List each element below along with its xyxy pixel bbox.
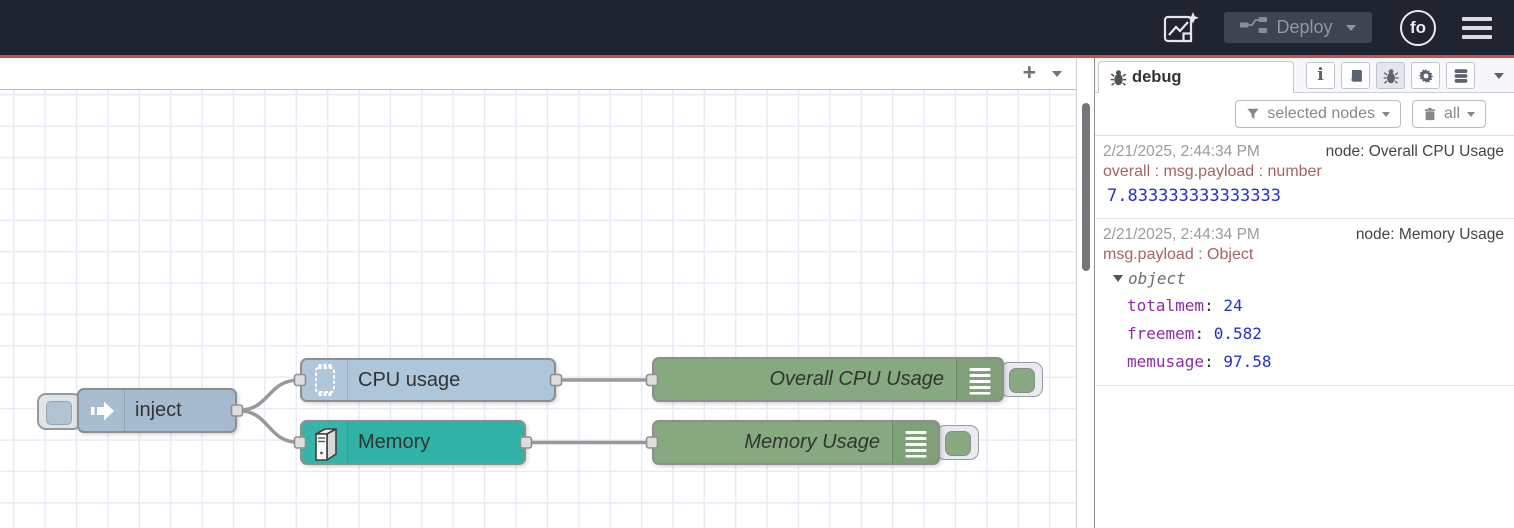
inject-trigger-button[interactable]	[37, 393, 82, 430]
node-label: inject	[135, 399, 182, 421]
sidebar-tabbar: debug i	[1095, 58, 1514, 93]
filter-icon	[1247, 108, 1260, 119]
entry-value: 0.582	[1213, 324, 1262, 343]
sidebar-tabs-chevron-icon[interactable]	[1494, 72, 1504, 79]
wires-layer	[236, 378, 652, 445]
trash-icon	[1424, 107, 1436, 121]
flow-node-overall-cpu-usage[interactable]: Overall CPU Usage	[652, 357, 1004, 402]
debug-message-list: 2/21/2025, 2:44:34 PM node: Overall CPU …	[1095, 135, 1514, 528]
caret-down-icon	[1113, 275, 1123, 282]
wire[interactable]	[236, 408, 301, 445]
app-header: Deploy fo	[0, 0, 1514, 55]
entry-value: 97.58	[1223, 352, 1272, 371]
debug-clear-button[interactable]: all	[1411, 100, 1486, 128]
flow-assistant-icon[interactable]	[1162, 9, 1200, 47]
add-flow-button[interactable]: +	[1022, 59, 1036, 85]
entry-value: 24	[1223, 296, 1243, 315]
tab-debug-label: debug	[1132, 68, 1182, 86]
cpu-chip-icon	[302, 360, 348, 400]
clear-chevron-icon	[1467, 111, 1475, 117]
inject-arrow-icon	[79, 390, 125, 431]
debug-clear-label: all	[1443, 105, 1460, 122]
deploy-options-chevron-icon[interactable]	[1345, 24, 1356, 31]
debug-enable-toggle-inner	[945, 430, 971, 456]
message-property: msg.payload : Object	[1103, 246, 1254, 263]
book-icon	[1350, 69, 1362, 82]
node-label: Overall CPU Usage	[769, 368, 944, 390]
flow-tabbar: +	[0, 58, 1076, 90]
object-tree-toggle[interactable]: object	[1103, 265, 1504, 292]
flow-node-cpu-usage[interactable]: CPU usage	[300, 358, 556, 402]
message-value: 7.833333333333333	[1107, 186, 1281, 206]
bug-icon	[1383, 68, 1398, 84]
deploy-icon	[1240, 16, 1268, 39]
message-source-node[interactable]: node: Memory Usage	[1355, 226, 1504, 243]
entry-key: freemem	[1127, 324, 1195, 343]
message-timestamp: 2/21/2025, 2:44:34 PM	[1103, 143, 1260, 160]
main-menu-icon[interactable]	[1462, 16, 1492, 39]
sidebar: debug i	[1094, 58, 1514, 528]
entry-key: memusage	[1127, 352, 1205, 371]
tab-context-button[interactable]	[1446, 62, 1475, 89]
debug-filter-label: selected nodes	[1267, 105, 1375, 122]
info-icon: i	[1317, 65, 1324, 85]
object-tree: object totalmem: 24 freemem: 0.582 memus…	[1103, 265, 1504, 376]
node-label: Memory Usage	[744, 431, 880, 453]
debug-filter-button[interactable]: selected nodes	[1235, 100, 1401, 128]
entry-colon: :	[1204, 296, 1214, 315]
debug-message[interactable]: 2/21/2025, 2:44:34 PM node: Memory Usage…	[1095, 219, 1514, 386]
message-property: overall : msg.payload : number	[1103, 163, 1322, 180]
tab-help-button[interactable]	[1341, 62, 1370, 89]
node-label: Memory	[358, 431, 431, 453]
debug-enable-toggle[interactable]	[1000, 362, 1043, 397]
flow-list-chevron-icon[interactable]	[1052, 70, 1062, 77]
canvas-vertical-scrollbar[interactable]	[1082, 103, 1090, 271]
message-timestamp: 2/21/2025, 2:44:34 PM	[1103, 226, 1260, 243]
tab-config-button[interactable]	[1411, 62, 1440, 89]
message-source-node[interactable]: node: Overall CPU Usage	[1325, 143, 1504, 160]
debug-toolbar: selected nodes all	[1095, 93, 1514, 135]
wire[interactable]	[236, 378, 301, 413]
object-tree-root-label: object	[1128, 269, 1186, 288]
filter-chevron-icon	[1381, 111, 1390, 117]
database-icon	[1454, 68, 1467, 83]
debug-list-icon	[892, 422, 938, 463]
debug-message[interactable]: 2/21/2025, 2:44:34 PM node: Overall CPU …	[1095, 136, 1514, 219]
accent-divider	[0, 55, 1514, 58]
deploy-button-label: Deploy	[1276, 17, 1333, 37]
flow-node-memory[interactable]: Memory	[300, 420, 526, 465]
object-tree-entry: freemem: 0.582	[1103, 320, 1504, 348]
flow-node-memory-usage[interactable]: Memory Usage	[652, 420, 940, 465]
canvas-gutter	[1077, 58, 1094, 528]
user-avatar[interactable]: fo	[1400, 9, 1436, 46]
bug-icon	[1110, 70, 1127, 86]
object-tree-entry: totalmem: 24	[1103, 292, 1504, 320]
debug-enable-toggle[interactable]	[936, 425, 979, 460]
computer-tower-icon	[302, 422, 348, 463]
gear-icon	[1418, 68, 1433, 83]
flow-node-inject[interactable]: inject	[77, 388, 237, 433]
entry-colon: :	[1194, 324, 1205, 343]
node-label: CPU usage	[358, 368, 461, 391]
inject-trigger-inner	[46, 401, 72, 425]
entry-colon: :	[1204, 352, 1214, 371]
tab-debug[interactable]: debug	[1098, 61, 1294, 93]
debug-enable-toggle-inner	[1009, 367, 1035, 393]
tab-debug-icon-button[interactable]	[1376, 62, 1405, 89]
deploy-button[interactable]: Deploy	[1224, 12, 1372, 43]
object-tree-entry: memusage: 97.58	[1103, 348, 1504, 376]
debug-list-icon	[956, 359, 1002, 400]
entry-key: totalmem	[1127, 296, 1205, 315]
tab-info-button[interactable]: i	[1306, 62, 1335, 89]
